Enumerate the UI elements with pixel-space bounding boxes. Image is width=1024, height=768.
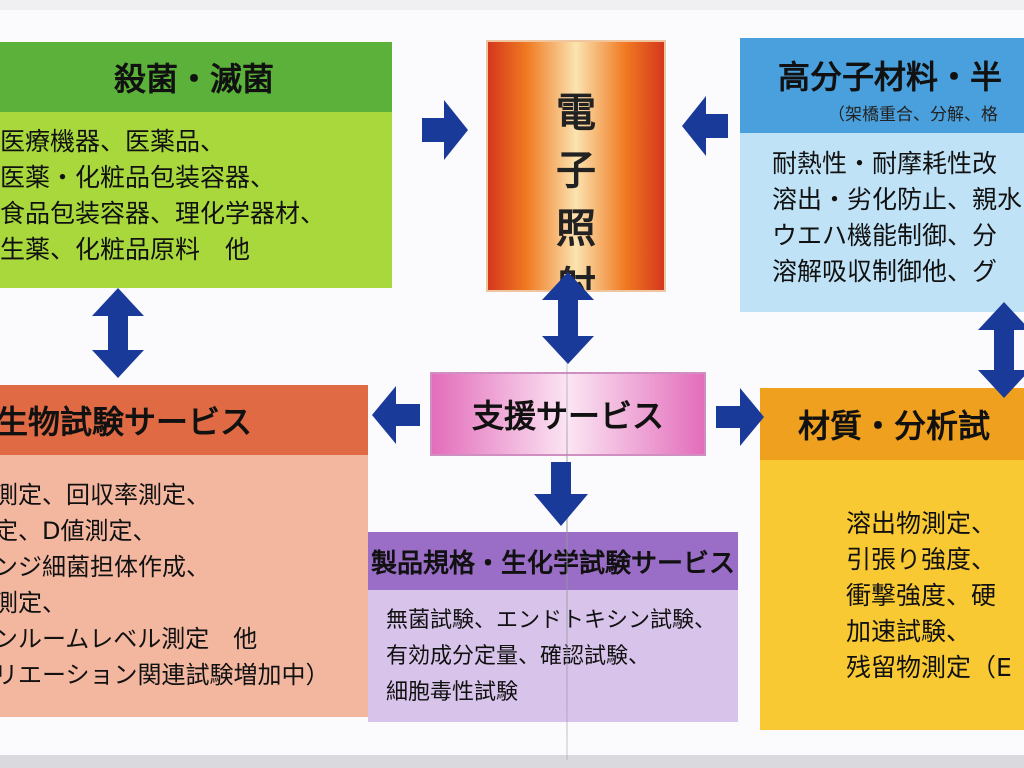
polymer-line: ウエハ機能制御、分 [772,221,998,250]
polymer-list: 耐熱性・耐摩耗性改 溶出・劣化防止、親水 ウエハ機能制御、分 溶解吸収制御他、グ [772,144,1022,288]
bio-line: ンジ細菌担体作成、 [0,553,210,581]
bio-line: ンルームレベル測定 他 [0,625,258,653]
electron-irradiation-title: 電 子 照 射 [488,84,664,290]
arrow-down-icon [534,462,588,526]
arrow-left-icon [372,386,420,444]
arrow-right-icon [422,100,468,160]
polymer-title: 高分子材料・半 [778,58,1003,96]
title-char: 照 [556,206,596,252]
sterilization-line: 医療機器、医薬品、 [0,127,226,156]
bio-header: 生物試験サービス [0,385,368,455]
polymer-line: 溶解吸収制御他、グ [772,257,998,286]
sterilization-header: 殺菌・滅菌 [0,42,392,112]
polymer-line: 溶出・劣化防止、親水 [772,185,1023,214]
bio-title: 生物試験サービス [0,403,253,441]
material-line: 加速試験、 [846,617,972,646]
product-line: 細胞毒性試験 [386,680,519,705]
bio-line: 測定、 [0,589,66,617]
material-line: 衝撃強度、硬 [846,581,997,610]
sterilization-line: 食品包装容器、理化学器材、 [0,199,326,228]
bio-list: 測定、回収率測定、 定、D値測定、 ンジ細菌担体作成、 測定、 ンルームレベル測… [0,475,330,691]
product-standards-box: 製品規格・生化学試験サービス 無菌試験、エンドトキシン試験、 有効成分定量、確認… [368,532,738,722]
product-title: 製品規格・生化学試験サービス [370,548,735,579]
arrow-double-vertical-icon [542,272,594,364]
arrow-double-vertical-icon [978,302,1024,398]
material-analysis-box: 材質・分析試 溶出物測定、 引張り強度、 衝撃強度、硬 加速試験、 残留物測定（… [760,388,1024,730]
product-line: 有効成分定量、確認試験、 [386,644,651,669]
product-list: 無菌試験、エンドトキシン試験、 有効成分定量、確認試験、 細胞毒性試験 [386,602,716,710]
bio-line: リエーション関連試験増加中） [0,661,330,689]
material-title: 材質・分析試 [798,407,991,445]
title-char: 電 [556,90,596,136]
bio-test-box: 生物試験サービス 測定、回収率測定、 定、D値測定、 ンジ細菌担体作成、 測定、… [0,385,368,717]
material-list: 溶出物測定、 引張り強度、 衝撃強度、硬 加速試験、 残留物測定（E [846,504,1012,684]
material-line: 溶出物測定、 [846,509,997,538]
top-edge [0,0,1024,10]
polymer-header: 高分子材料・半 [740,38,1024,133]
bottom-edge [0,755,1024,768]
polymer-subtitle: （架橋重合、分解、格 [828,105,998,125]
sterilization-line: 生薬、化粧品原料 他 [0,235,251,264]
polymer-materials-box: 高分子材料・半 （架橋重合、分解、格 耐熱性・耐摩耗性改 溶出・劣化防止、親水 … [740,38,1024,312]
electron-irradiation-box: 電 子 照 射 [486,40,666,292]
material-line: 引張り強度、 [846,545,997,574]
arrow-left-icon [682,96,728,156]
product-line: 無菌試験、エンドトキシン試験、 [386,608,717,633]
sterilization-box: 殺菌・滅菌 医療機器、医薬品、 医薬・化粧品包装容器、 食品包装容器、理化学器材… [0,42,392,288]
arrow-right-icon [716,388,764,446]
sterilization-list: 医療機器、医薬品、 医薬・化粧品包装容器、 食品包装容器、理化学器材、 生薬、化… [0,122,325,266]
arrow-double-vertical-icon [92,288,144,378]
material-header: 材質・分析試 [760,388,1024,460]
support-services-box: 支援サービス [430,372,706,456]
title-char: 子 [556,148,596,194]
bio-line: 測定、回収率測定、 [0,481,210,509]
product-header: 製品規格・生化学試験サービス [368,532,738,590]
material-line: 残留物測定（E [846,653,1012,682]
bio-line: 定、D値測定、 [0,517,157,545]
sterilization-line: 医薬・化粧品包装容器、 [0,163,276,192]
polymer-line: 耐熱性・耐摩耗性改 [772,149,998,178]
sterilization-title: 殺菌・滅菌 [113,60,274,98]
